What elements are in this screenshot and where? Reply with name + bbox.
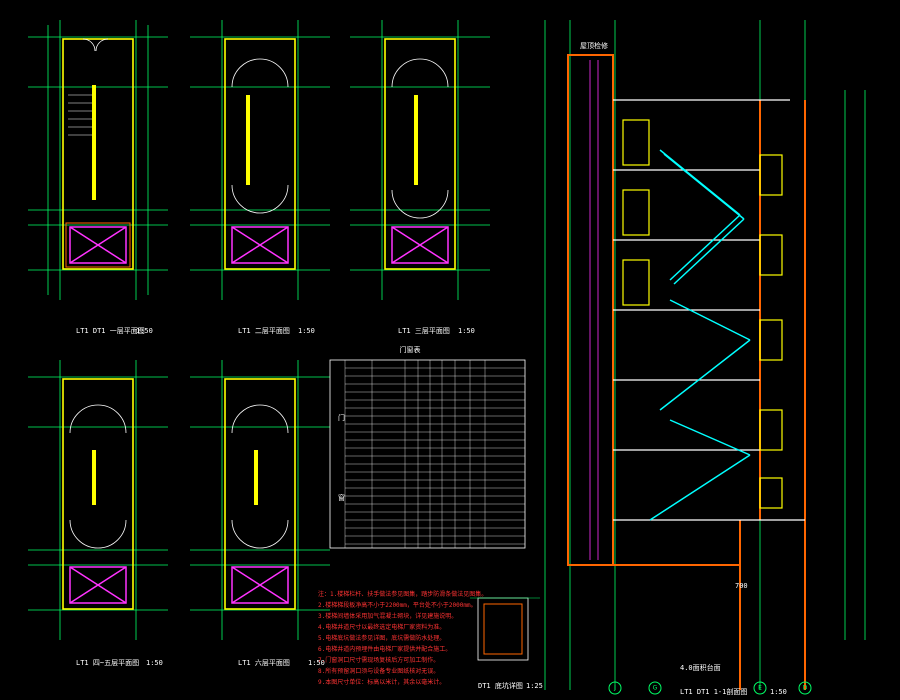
plan-1-elevator: [69, 226, 127, 264]
plan-4-grid: [28, 360, 168, 640]
door-table-group-window: 窗: [338, 493, 345, 502]
plan-3-elevator: [391, 226, 449, 264]
plan-2-walls: [224, 38, 296, 270]
plan-3-grid: [350, 20, 490, 300]
note-line: 4.电梯井道尺寸以最终选定电梯厂家资料为准。: [318, 623, 445, 631]
plan-5-scale: 1:50: [308, 659, 325, 667]
plan-4-title: LT1 四~五层平面图: [76, 659, 139, 667]
section-doors: [622, 119, 783, 509]
plan-5-walls: [224, 378, 296, 610]
section-dimension: 700: [735, 582, 748, 590]
section-grid: [544, 20, 866, 690]
door-table-title: 门窗表: [400, 345, 421, 354]
plan-4-walls: [62, 378, 134, 610]
plan-1: LT1 DT1 一层平面图 1:50: [28, 20, 168, 335]
plan-5-grid: [190, 360, 330, 640]
plan-3-arcs: [391, 58, 449, 219]
section-label-top: 屋顶检修: [580, 41, 608, 50]
plan-1-scale: 1:50: [136, 327, 153, 335]
axis-bubble-label: J: [613, 685, 616, 692]
note-line: 7.门窗洞口尺寸需现场复核后方可加工制作。: [318, 656, 439, 664]
plan-1-elevator-wall: [65, 222, 131, 268]
notes: 注：1.楼梯栏杆、扶手做法参见图集，踏步防滑条做法见图集。 2.楼梯梯段板净高不…: [318, 590, 487, 686]
note-line: 8.所有预留洞口须与设备专业图纸核对无误。: [318, 667, 439, 675]
plan-3: LT1 三层平面图 1:50: [350, 20, 490, 335]
plan-2-scale: 1:50: [298, 327, 315, 335]
plan-4-scale: 1:50: [146, 659, 163, 667]
plan-4: LT1 四~五层平面图 1:50: [28, 360, 168, 667]
section-scale: 1:50: [770, 688, 787, 696]
door-table-grid: [344, 360, 525, 548]
plan-3-walls: [384, 38, 456, 270]
section-floor-label: 4.0面积台面: [680, 663, 721, 672]
section-elevator-shaft: [589, 60, 599, 560]
door-table-group-door: 门: [338, 413, 345, 422]
section-view: 屋顶检修 700 4.0面积台面 LT1 DT1 1-1剖面图 1:50: [544, 20, 866, 696]
section-floors: [613, 99, 805, 521]
plan-2-grid: [190, 20, 330, 300]
note-line: 6.电梯井道内预埋件由电梯厂家提供并配合施工。: [318, 645, 451, 653]
plan-3-scale: 1:50: [458, 327, 475, 335]
plan-1-walls: [62, 38, 134, 270]
pit-detail: DT1 底坑详图 1:25: [470, 597, 543, 690]
plan-1-door: [82, 38, 109, 52]
plan-3-title: LT1 三层平面图: [398, 327, 450, 335]
section-title: LT1 DT1 1-1剖面图: [680, 687, 747, 696]
note-line: 2.楼梯梯段板净高不小于2200mm，平台处不小于2000mm。: [318, 601, 477, 609]
detail-scale: 1:25: [526, 682, 543, 690]
plan-2-arcs: [231, 58, 289, 214]
axis-bubble-label: D: [803, 685, 808, 692]
note-line: 9.本图尺寸单位：标高以米计，其余以毫米计。: [318, 678, 445, 686]
door-window-table: 门窗表 门 窗: [329, 345, 526, 549]
section-stairs: [649, 149, 751, 521]
plan-5-arcs: [231, 404, 289, 549]
note-line: 3.楼梯间墙体采用加气混凝土砌块，详见建施说明。: [318, 612, 457, 620]
note-line: 注：1.楼梯栏杆、扶手做法参见图集，踏步防滑条做法见图集。: [318, 590, 487, 598]
plan-4-elevator: [69, 566, 127, 604]
plan-4-arcs: [69, 404, 127, 549]
plan-2: LT1 二层平面图 1:50: [190, 20, 330, 335]
note-line: 5.电梯底坑做法参见详图，底坑需做防水处理。: [318, 634, 445, 642]
plan-1-title: LT1 DT1 一层平面图: [76, 327, 145, 335]
plan-5-elevator: [231, 566, 289, 604]
axis-bubble-label: G: [653, 685, 658, 692]
plan-5: LT1 六层平面图 1:50: [190, 360, 330, 667]
plan-1-stairs: [68, 94, 92, 136]
detail-title: DT1 底坑详图: [478, 681, 523, 690]
section-walls: [567, 54, 806, 690]
section-axis-bubbles: J G E D: [608, 681, 812, 695]
plan-1-grid: [28, 20, 168, 300]
plan-2-elevator: [231, 226, 289, 264]
plan-2-title: LT1 二层平面图: [238, 327, 290, 335]
plan-5-title: LT1 六层平面图: [238, 658, 290, 667]
axis-bubble-label: E: [758, 685, 762, 692]
